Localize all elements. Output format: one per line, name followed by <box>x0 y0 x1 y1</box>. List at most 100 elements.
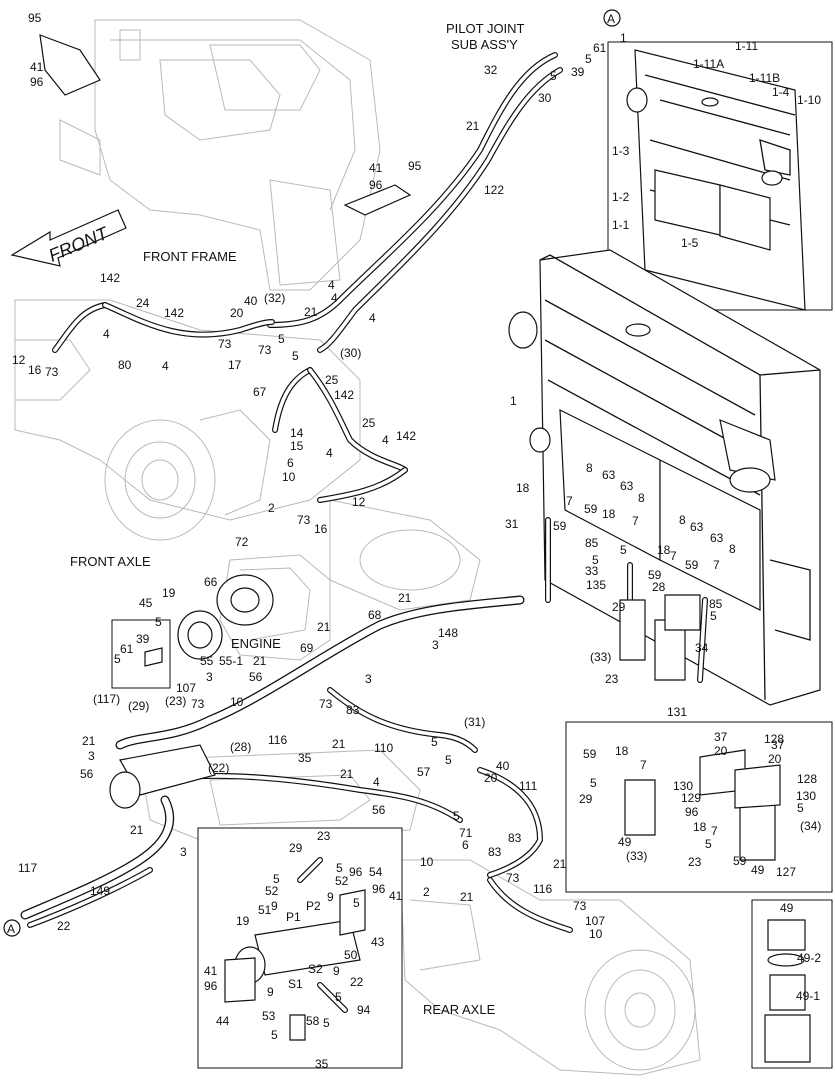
part-callout: 53 <box>262 1009 276 1023</box>
part-callout: 5 <box>278 332 285 346</box>
part-callout: 10 <box>420 855 434 869</box>
part-callout: (117) <box>93 692 120 706</box>
part-callout: 5 <box>323 1016 330 1030</box>
part-callout: 6 <box>462 838 469 852</box>
part-callout: 5 <box>353 896 360 910</box>
part-callout: 73 <box>45 365 59 379</box>
part-callout: 7 <box>632 514 639 528</box>
part-callout: 7 <box>713 558 720 572</box>
part-callout: 18 <box>657 543 671 557</box>
part-callout: 9 <box>267 985 274 999</box>
part-callout: 7 <box>711 824 718 838</box>
part-callout: 41 <box>369 161 383 175</box>
part-callout: 142 <box>396 429 416 443</box>
part-callout: 21 <box>130 823 144 837</box>
part-callout: 54 <box>369 865 383 879</box>
part-callout: 16 <box>28 363 42 377</box>
part-callout: 14 <box>290 426 304 440</box>
part-callout: 1-10 <box>797 93 821 107</box>
part-callout: 61 <box>593 41 607 55</box>
part-callout: (31) <box>464 715 485 729</box>
part-callout: 3 <box>180 845 187 859</box>
part-callout: 73 <box>506 871 520 885</box>
part-callout: 110 <box>374 741 393 755</box>
part-callout: 20 <box>768 752 782 766</box>
pump-assembly <box>109 574 274 809</box>
part-callout: 1 <box>510 394 517 408</box>
part-callout: 23 <box>688 855 702 869</box>
part-callout: 96 <box>372 882 386 896</box>
part-callout: 59 <box>584 502 598 516</box>
part-callout: 21 <box>253 654 267 668</box>
part-callout: 5 <box>620 543 627 557</box>
part-callout: 52 <box>265 884 279 898</box>
part-callout: 49 <box>780 901 794 915</box>
part-callout: 111 <box>519 779 538 793</box>
part-callout: 21 <box>340 767 354 781</box>
part-callout: 148 <box>438 626 458 640</box>
part-callout: 18 <box>602 507 616 521</box>
part-callout: 23 <box>317 829 331 843</box>
part-callout: 5 <box>550 69 557 83</box>
reference-a-label: A <box>607 12 615 26</box>
front-frame-title: FRONT FRAME <box>143 249 237 264</box>
part-callout: 59 <box>685 558 699 572</box>
part-callout: 22 <box>57 919 71 933</box>
part-callout: 5 <box>335 990 342 1004</box>
part-callout: 39 <box>136 632 150 646</box>
part-callout: 5 <box>114 652 121 666</box>
part-callout: 28 <box>652 580 666 594</box>
part-callout: 49-2 <box>797 951 821 965</box>
part-callout: 44 <box>216 1014 230 1028</box>
part-callout: 73 <box>573 899 587 913</box>
part-callout: 5 <box>710 609 717 623</box>
part-callout: 56 <box>372 803 386 817</box>
part-callout: 96 <box>685 805 699 819</box>
rear-axle-title: REAR AXLE <box>423 1002 496 1017</box>
pump-detail-inset <box>197 827 403 1069</box>
part-callout: S2 <box>308 962 323 976</box>
part-callout: (33) <box>626 849 647 863</box>
bracket-95-top <box>39 34 101 96</box>
part-callout: 142 <box>334 388 354 402</box>
part-callout: 142 <box>100 271 120 285</box>
part-callout: 49 <box>618 835 632 849</box>
part-callout: 5 <box>590 776 597 790</box>
part-callout: 21 <box>82 734 96 748</box>
part-callout: 6 <box>287 456 294 470</box>
part-callout: 4 <box>331 291 338 305</box>
part-callout: 49-1 <box>796 989 820 1003</box>
part-callout: 51 <box>258 903 272 917</box>
part-callout: 107 <box>585 914 605 928</box>
part-callout: 127 <box>776 865 796 879</box>
part-callout: 142 <box>164 306 184 320</box>
part-callout: 23 <box>605 672 619 686</box>
part-callout: 68 <box>368 608 382 622</box>
part-callout: P2 <box>306 899 321 913</box>
part-callout: 19 <box>162 586 176 600</box>
pilot-joint-title: PILOT JOINT <box>446 21 525 36</box>
part-callout: 17 <box>228 358 242 372</box>
fitting-detail-inset <box>111 619 171 689</box>
part-callout: 107 <box>176 681 196 695</box>
part-callout: 39 <box>571 65 585 79</box>
part-callout: 5 <box>431 735 438 749</box>
part-callout: (34) <box>800 819 821 833</box>
part-callout: (32) <box>264 291 285 305</box>
radiator-detail-inset <box>607 41 833 311</box>
part-callout: 20 <box>714 744 728 758</box>
part-callout: 4 <box>328 278 335 292</box>
part-callout: (22) <box>208 761 229 775</box>
part-callout: 56 <box>80 767 94 781</box>
part-callout: 63 <box>620 479 634 493</box>
part-callout: 135 <box>586 578 606 592</box>
part-callout: 130 <box>796 789 816 803</box>
part-callout: 25 <box>325 373 339 387</box>
part-callout: 41 <box>30 60 44 74</box>
part-callout: 63 <box>710 531 724 545</box>
part-callout: 8 <box>679 513 686 527</box>
part-callout: 96 <box>349 865 363 879</box>
part-callout: 33 <box>585 564 599 578</box>
part-callout: 94 <box>357 1003 371 1017</box>
